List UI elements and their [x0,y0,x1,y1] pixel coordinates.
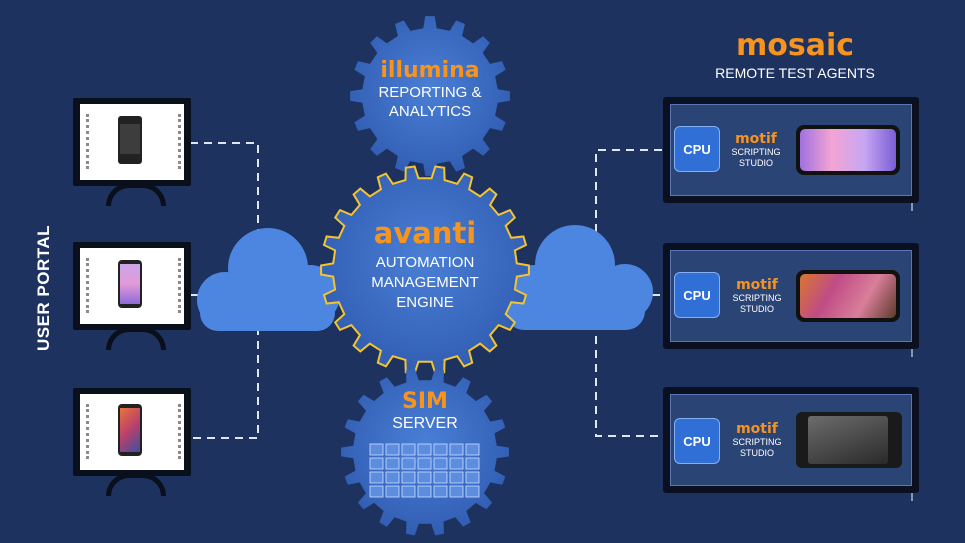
phone-device [796,270,900,322]
motif-line-2: STUDIO [738,158,773,168]
sim-card-slot [401,471,416,484]
illumina-name: illumina [380,58,480,83]
portal-sidebar [86,404,99,459]
cpu-chip: CPU [674,272,720,318]
portal-screen-3 [80,394,184,470]
sim-card-slot [369,485,384,498]
illumina-line-1: REPORTING & [378,84,482,101]
sim-card-slot [449,443,464,456]
avanti-gear [320,165,530,375]
remote-agent-3[interactable]: CPU [663,387,919,493]
sim-card-slot [433,443,448,456]
sim-card-slot [385,471,400,484]
avanti-name: avanti [373,216,477,250]
sim-card-slot [433,457,448,470]
illumina-label: illumina REPORTING & ANALYTICS [350,58,510,121]
sim-card-slot [385,457,400,470]
portal-toolbar [168,404,181,459]
sim-card-slot [465,485,480,498]
illumina-line-2: ANALYTICS [388,103,472,120]
sim-card-slot [385,485,400,498]
motif-line-1: SCRIPTING [731,147,781,157]
motif-line-2: STUDIO [739,448,774,458]
motif-line-1: SCRIPTING [732,437,782,447]
mosaic-name: mosaic [735,28,855,63]
user-portal-label: USER PORTAL [34,224,53,352]
sim-card-slot [385,443,400,456]
sim-card-slot [369,457,384,470]
cpu-chip: CPU [674,126,720,172]
sim-subtitle: SERVER [392,415,458,432]
sim-card-slot [433,485,448,498]
mosaic-subtitle: REMOTE TEST AGENTS [715,65,875,81]
motif-label-3: motif SCRIPTING STUDIO [723,421,791,459]
phone-device [796,125,900,175]
sim-card-slot [465,471,480,484]
motif-name: motif [736,277,778,293]
sim-card-slot [465,457,480,470]
phone-screen [120,264,140,304]
portal-toolbar [168,114,181,169]
phone-screen [120,408,140,452]
portal-sidebar [86,258,99,313]
cpu-chip: CPU [674,418,720,464]
phone-device [796,412,902,468]
sim-card-slot [369,443,384,456]
portal-screen-1 [80,104,184,180]
sim-card-slot [417,457,432,470]
sim-label: SIM SERVER [365,390,485,434]
avanti-label: avanti AUTOMATION MANAGEMENT ENGINE [340,215,510,313]
mosaic-header: mosaic REMOTE TEST AGENTS [690,28,900,82]
portal-monitor-2[interactable] [73,242,191,350]
sim-card-slot [401,485,416,498]
left-cloud [197,228,340,331]
portal-sidebar [86,114,99,169]
sim-card-slot [465,443,480,456]
sim-card-slot [417,443,432,456]
sim-card-slot [417,471,432,484]
sim-card-slot [401,443,416,456]
sim-card-slot [449,457,464,470]
sim-card-slot [449,485,464,498]
motif-label-1: motif SCRIPTING STUDIO [722,131,790,169]
portal-monitor-3[interactable] [73,388,191,496]
portal-toolbar [168,258,181,313]
sim-name: SIM [402,389,448,414]
motif-line-2: STUDIO [739,304,774,314]
phone-screen [120,124,140,154]
sim-card-slot [417,485,432,498]
illumina-gear [350,16,510,176]
portal-screen-2 [80,248,184,324]
sim-card-grid [369,443,480,498]
phone-screen [800,274,896,318]
avanti-line-3: ENGINE [396,294,454,311]
sim-card-slot [449,471,464,484]
motif-name: motif [736,421,778,437]
motif-label-2: motif SCRIPTING STUDIO [723,277,791,315]
phone-screen [800,129,896,171]
phone-screen [808,416,888,464]
motif-name: motif [735,131,777,147]
avanti-line-2: MANAGEMENT [371,274,479,291]
sim-card-slot [401,457,416,470]
right-cloud [505,225,653,330]
avanti-line-1: AUTOMATION [375,254,475,271]
motif-line-1: SCRIPTING [732,293,782,303]
remote-agent-2[interactable]: CPU [663,243,919,349]
sim-card-slot [433,471,448,484]
remote-agent-1[interactable]: CPU [663,97,919,203]
sim-card-slot [369,471,384,484]
portal-monitor-1[interactable] [73,98,191,206]
